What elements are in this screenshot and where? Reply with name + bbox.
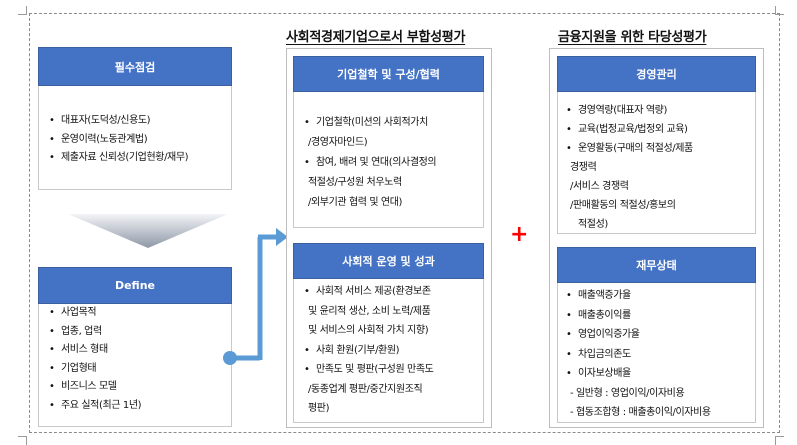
list-item: 차입금의존도 xyxy=(564,345,711,365)
list-item: 비즈니스 모델 xyxy=(47,378,141,397)
finance-header: 재무상태 xyxy=(557,247,756,283)
define-box: Define 사업목적 업종, 업력 서비스 형태 기업형태 비즈니스 모델 주… xyxy=(38,267,232,427)
crop-mark-bottom-right xyxy=(775,436,784,445)
list-item: 운영활동(구매의 적절성/제품 xyxy=(564,139,693,158)
list-item: /경영자마인드) xyxy=(308,137,368,148)
list-item: 적절성/구성원 처우노력 xyxy=(308,177,402,188)
list-item: 평판) xyxy=(308,403,330,414)
list-item: - 일반형 : 영업이익/이자비용 xyxy=(570,387,685,399)
list-item: 및 서비스의 사회적 가치 지향) xyxy=(308,325,429,336)
philosophy-box: 기업철학 및 구성/협력 기업철학(미션의 사회적가치 /경영자마인드) 참여,… xyxy=(293,56,484,228)
define-list: 사업목적 업종, 업력 서비스 형태 기업형태 비즈니스 모델 주요 실적(최근… xyxy=(47,304,142,416)
social-operation-header: 사회적 운영 및 성과 xyxy=(293,243,484,279)
list-item: 대표자(도덕성/신용도) xyxy=(47,112,188,131)
social-operation-box: 사회적 운영 및 성과 사회적 서비스 제공(환경보존 및 윤리적 생산, 소비… xyxy=(293,243,484,423)
plus-icon: + xyxy=(510,222,529,247)
required-check-header: 필수점검 xyxy=(38,47,232,86)
right-column-title: 금융지원을 위한 타당성평가 xyxy=(558,30,707,45)
list-item: 서비스 형태 xyxy=(47,341,141,360)
philosophy-header: 기업철학 및 구성/협력 xyxy=(293,56,484,92)
define-header: Define xyxy=(38,267,232,304)
diagram-frame xyxy=(29,13,780,433)
list-item: /판매활동의 적절성/홍보의 xyxy=(570,200,676,211)
list-item: 주요 실적(최근 1년) xyxy=(47,397,142,416)
list-item: 참여, 배려 및 연대(의사결정의 xyxy=(302,153,437,173)
list-item: - 협동조합형 : 매출총이익/이자비용 xyxy=(570,407,711,418)
list-item: 기업철학(미션의 사회적가치 xyxy=(302,113,436,133)
list-item: 사업목적 xyxy=(47,304,141,323)
list-item: 이자보상배율 xyxy=(564,364,711,384)
crop-mark-top-left xyxy=(18,6,27,15)
list-item: 사회적 서비스 제공(환경보존 xyxy=(302,282,433,302)
required-check-list: 대표자(도덕성/신용도) 운영이력(노동관계법) 제출자료 신뢰성(기업현황/재… xyxy=(47,112,189,168)
list-item: /서비스 경쟁력 xyxy=(570,181,629,192)
list-item: 매출총이익률 xyxy=(564,306,711,326)
crop-mark-bottom-left xyxy=(18,436,27,445)
list-item: 업종, 업력 xyxy=(47,323,141,342)
management-header: 경영관리 xyxy=(557,56,756,92)
list-item: 사회 환원(기부/환원) xyxy=(302,341,433,361)
social-operation-list: 사회적 서비스 제공(환경보존 및 윤리적 생산, 소비 노력/제품 및 서비스… xyxy=(302,282,434,419)
list-item: 경영역량(대표자 역량) xyxy=(564,101,693,120)
philosophy-list: 기업철학(미션의 사회적가치 /경영자마인드) 참여, 배려 및 연대(의사결정… xyxy=(302,113,437,213)
finance-box: 재무상태 매출액증가율 매출총이익률 영업이익증가율 차입금의존도 이자보상배율… xyxy=(557,247,756,423)
list-item: 제출자료 신뢰성(기업현황/재무) xyxy=(47,149,189,168)
list-item: 매출액증가율 xyxy=(564,286,711,306)
list-item: 운영이력(노동관계법) xyxy=(47,131,188,150)
required-check-box: 필수점검 대표자(도덕성/신용도) 운영이력(노동관계법) 제출자료 신뢰성(기… xyxy=(38,47,232,190)
list-item: 영업이익증가율 xyxy=(564,325,711,345)
list-item: 교육(법정교육/법정외 교육) xyxy=(564,120,693,139)
list-item: /외부기관 협력 및 연대) xyxy=(308,197,403,208)
list-item: 경쟁력 xyxy=(570,162,597,173)
down-arrow-icon xyxy=(68,214,228,248)
list-item: /동종업계 평판/중간지원조직 xyxy=(308,383,423,395)
list-item: 기업형태 xyxy=(47,360,141,379)
management-box: 경영관리 경영역량(대표자 역량) 교육(법정교육/법정외 교육) 운영활동(구… xyxy=(557,56,756,234)
list-item: 적절성) xyxy=(578,219,608,230)
finance-list: 매출액증가율 매출총이익률 영업이익증가율 차입금의존도 이자보상배율 - 일반… xyxy=(564,286,711,423)
middle-column-title: 사회적경제기업으로서 부합성평가 xyxy=(286,30,466,45)
list-item: 만족도 및 평판(구성원 만족도 xyxy=(302,360,434,380)
list-item: 및 윤리적 생산, 소비 노력/제품 xyxy=(308,305,431,317)
crop-mark-top-right xyxy=(775,6,784,15)
management-list: 경영역량(대표자 역량) 교육(법정교육/법정외 교육) 운영활동(구매의 적절… xyxy=(564,101,693,234)
connector-arrow-icon xyxy=(223,228,288,365)
